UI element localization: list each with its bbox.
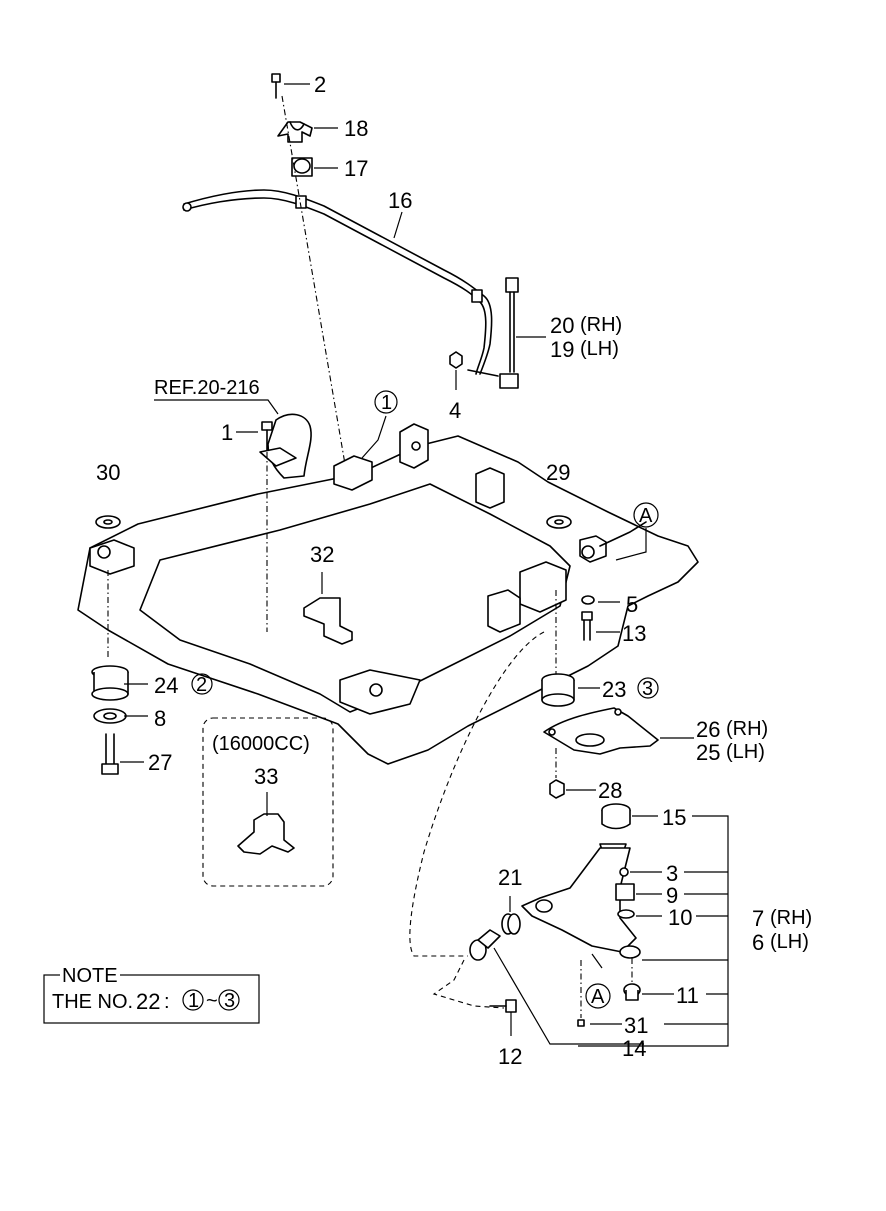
washer-5-drawing [581,595,595,605]
label-part-19: 19 [550,337,574,362]
note-to: 3 [224,990,235,1012]
circle-marker-crossmember [374,390,398,414]
washer-8-drawing [93,708,127,724]
note-colon: : [164,991,170,1013]
note-box [43,974,260,1024]
circle-marker-ref-a-arm [585,983,611,1009]
label-part-11: 11 [676,983,699,1008]
note-circle-to [218,989,240,1011]
note-prefix: THE NO. [52,991,133,1013]
label-part-18: 18 [344,116,368,141]
label-part-3: 3 [666,861,678,886]
left-mount-stack [91,515,148,775]
label-part-25: 25 [696,740,720,765]
bushing-15-drawing [601,803,631,830]
clamp-18-drawing [277,121,338,143]
bolt-13-drawing [581,611,593,641]
note-from: 1 [188,990,199,1012]
washer-29-drawing [546,515,572,529]
label-part-29: 29 [546,460,570,485]
label-part-30: 30 [96,460,120,485]
bushing-14-drawing [469,929,501,961]
bushing-17-drawing [291,157,338,177]
circle-text-bushing-23: 3 [642,678,653,700]
label-part-5: 5 [626,592,638,617]
stabilizer-link-drawing [467,277,546,389]
label-part-27: 27 [148,750,172,775]
label-part-7-side: (RH) [770,907,812,929]
engine-variant-box [202,717,334,887]
bolt-27-drawing [101,733,119,775]
label-part-28: 28 [598,778,622,803]
label-part-14: 14 [622,1036,646,1061]
label-part-20: 20 [550,313,574,338]
bracket-33-drawing [237,792,295,855]
circle-marker-ref-a [633,502,659,528]
label-part-17: 17 [344,156,368,181]
bracket-25-26-drawing [543,707,659,755]
note-title: NOTE [62,965,118,987]
circle-marker-bushing-24 [191,673,213,695]
label-part-26: 26 [696,717,720,742]
bolt-12-drawing [489,999,517,1013]
bushing-21-drawing [501,913,521,935]
label-part-15: 15 [662,805,686,830]
circle-text-crossmember: 1 [381,392,392,414]
bracket-32-drawing [303,572,353,645]
label-part-33: 33 [254,764,278,789]
label-part-21: 21 [498,865,522,890]
washer-30-drawing [95,515,121,529]
label-part-6: 6 [752,930,764,955]
note-number: 22 [136,989,160,1014]
label-part-4: 4 [449,398,461,423]
stabilizer-bar-group [182,73,546,471]
engine-variant-label: (16000CC) [212,733,310,755]
circle-marker-bushing-23 [637,677,659,699]
circle-text-bushing-24: 2 [196,674,207,696]
bushing-23-drawing [541,673,575,707]
reference-label: REF.20-216 [154,377,260,399]
label-part-19-side: (LH) [580,338,619,360]
label-part-7: 7 [752,906,764,931]
note-circle-from [182,989,204,1011]
label-part-6-side: (LH) [770,931,809,953]
label-part-8: 8 [154,706,166,731]
label-part-9: 9 [666,883,678,908]
label-part-2: 2 [314,72,326,97]
label-part-1: 1 [221,420,233,445]
nut-4-drawing [449,351,463,390]
label-part-20-side: (RH) [580,314,622,336]
circle-text-ref-a-arm: A [591,986,605,1008]
stabilizer-bar-16-drawing [183,189,493,375]
bushing-24-drawing [91,665,129,701]
label-part-26-side: (RH) [726,718,768,740]
lower-arm-group [409,631,729,1047]
label-part-13: 13 [622,621,646,646]
label-part-16: 16 [388,188,412,213]
nut-28-drawing [549,779,565,799]
label-part-31: 31 [624,1013,648,1038]
label-part-24: 24 [154,673,178,698]
note-tilde: ~ [206,990,218,1012]
right-mount-stack [541,515,694,799]
circle-text-ref-a: A [639,505,653,527]
label-part-32: 32 [310,542,334,567]
label-part-10: 10 [668,905,692,930]
label-part-23: 23 [602,677,626,702]
label-part-25-side: (LH) [726,741,765,763]
ball-joint-11-drawing [623,983,641,1001]
bolt-2-drawing [271,73,310,99]
label-part-12: 12 [498,1044,522,1069]
